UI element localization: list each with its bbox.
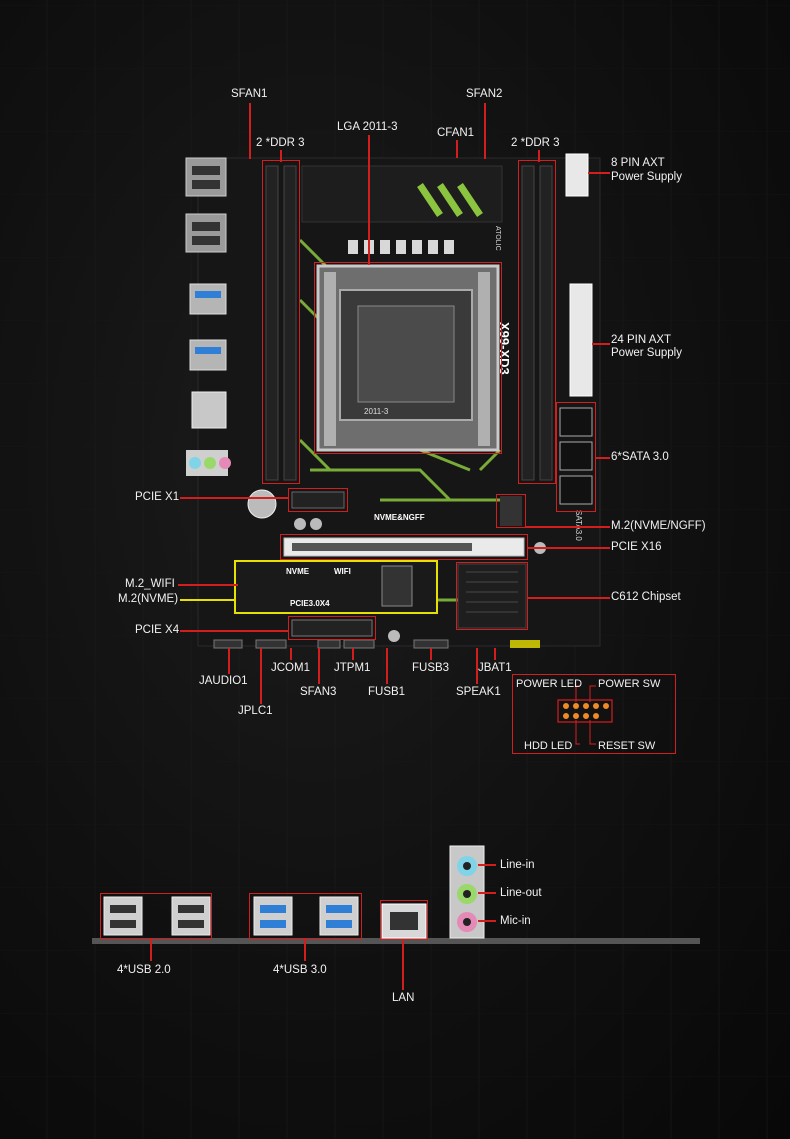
label-lan: LAN (392, 992, 415, 1004)
label-sfan2: SFAN2 (466, 88, 503, 100)
pcie-x4-box (288, 616, 376, 640)
pcie-x16-slot (283, 537, 525, 557)
24pin-connector (569, 283, 593, 397)
lan-box (380, 900, 428, 940)
label-fusb3: FUSB3 (412, 662, 450, 674)
8pin-connector (565, 153, 589, 197)
m2-wifi-slot (381, 565, 413, 607)
label-fusb1: FUSB1 (368, 686, 406, 698)
ddr-slots-left (265, 165, 297, 481)
label-jbat1: JBAT1 (478, 662, 512, 674)
sata-box (556, 402, 596, 512)
label-8pin-1: 8 PIN AXT (611, 157, 665, 169)
pcie-x1-box (288, 488, 348, 512)
label-pcie-x1: PCIE X1 (135, 491, 180, 503)
pcie-x4-slot (291, 619, 373, 637)
label-m2-wifi: M.2_WIFI (125, 578, 175, 590)
label-power-led: POWER LED (516, 678, 583, 690)
model-silk: X99-XD3 (497, 322, 512, 375)
usb2-ports (103, 896, 211, 936)
front-panel-header (510, 640, 540, 648)
rear-io-stack (185, 157, 231, 476)
wifi-silk: WIFI (334, 567, 351, 576)
usb3-ports (253, 896, 359, 936)
ddr-right-box (518, 160, 556, 484)
label-m2-nvme: M.2(NVME) (118, 593, 179, 605)
label-ddr-right: 2 *DDR 3 (511, 137, 560, 149)
m2-nvme-ngff-slot (500, 496, 522, 526)
label-m2-nvme-ngff: M.2(NVME/NGFF) (611, 520, 706, 532)
usb2-box (100, 893, 212, 939)
nvme2-silk: NVME (286, 567, 310, 576)
label-24pin-1: 24 PIN AXT (611, 334, 672, 346)
label-24pin-2: Power Supply (611, 347, 682, 359)
label-jcom1: JCOM1 (271, 662, 310, 674)
cpu-socket (316, 264, 500, 452)
label-power-sw: POWER SW (598, 678, 661, 690)
usb3-box (249, 893, 362, 939)
label-usb3: 4*USB 3.0 (273, 964, 327, 976)
label-line-in: Line-in (500, 859, 535, 871)
label-mic-in: Mic-in (500, 915, 531, 927)
label-hdd-led: HDD LED (524, 740, 573, 752)
brand-silk: ATOLIC (494, 226, 501, 251)
vrm-heatsink (301, 165, 503, 223)
pcie-silk: PCIE3.0X4 (290, 599, 330, 608)
label-pcie-x16: PCIE X16 (611, 541, 662, 553)
label-ddr-left: 2 *DDR 3 (256, 137, 305, 149)
label-c612: C612 Chipset (611, 591, 681, 603)
label-pcie-x4: PCIE X4 (135, 624, 180, 636)
nvme-silk: NVME&NGFF (374, 513, 425, 522)
io-shield-bar (92, 938, 700, 944)
label-line-out: Line-out (500, 887, 542, 899)
chipset-box (456, 562, 528, 630)
pcie-x1-slot (291, 491, 345, 509)
chipset-heatsink (457, 563, 527, 629)
label-speak1: SPEAK1 (456, 686, 501, 698)
label-sfan3: SFAN3 (300, 686, 337, 698)
sata-ports (559, 407, 593, 505)
label-jaudio1: JAUDIO1 (199, 675, 248, 687)
label-sata: 6*SATA 3.0 (611, 451, 669, 463)
front-panel-box (512, 674, 676, 754)
lan-port (381, 903, 427, 939)
label-cfan1: CFAN1 (437, 127, 475, 139)
label-jtpm1: JTPM1 (334, 662, 371, 674)
label-8pin-2: Power Supply (611, 171, 682, 183)
socket-silk: 2011-3 (364, 407, 389, 416)
pcie-x16-box (280, 534, 528, 560)
m2-ngff-box (496, 494, 526, 528)
label-lga: LGA 2011-3 (337, 121, 398, 133)
m2-yellow-box (234, 560, 438, 614)
socket-box (314, 262, 502, 454)
ddr-slots-right (521, 165, 553, 481)
label-usb2: 4*USB 2.0 (117, 964, 171, 976)
label-reset-sw: RESET SW (598, 740, 656, 752)
label-jplc1: JPLC1 (238, 705, 273, 717)
label-sfan1: SFAN1 (231, 88, 268, 100)
